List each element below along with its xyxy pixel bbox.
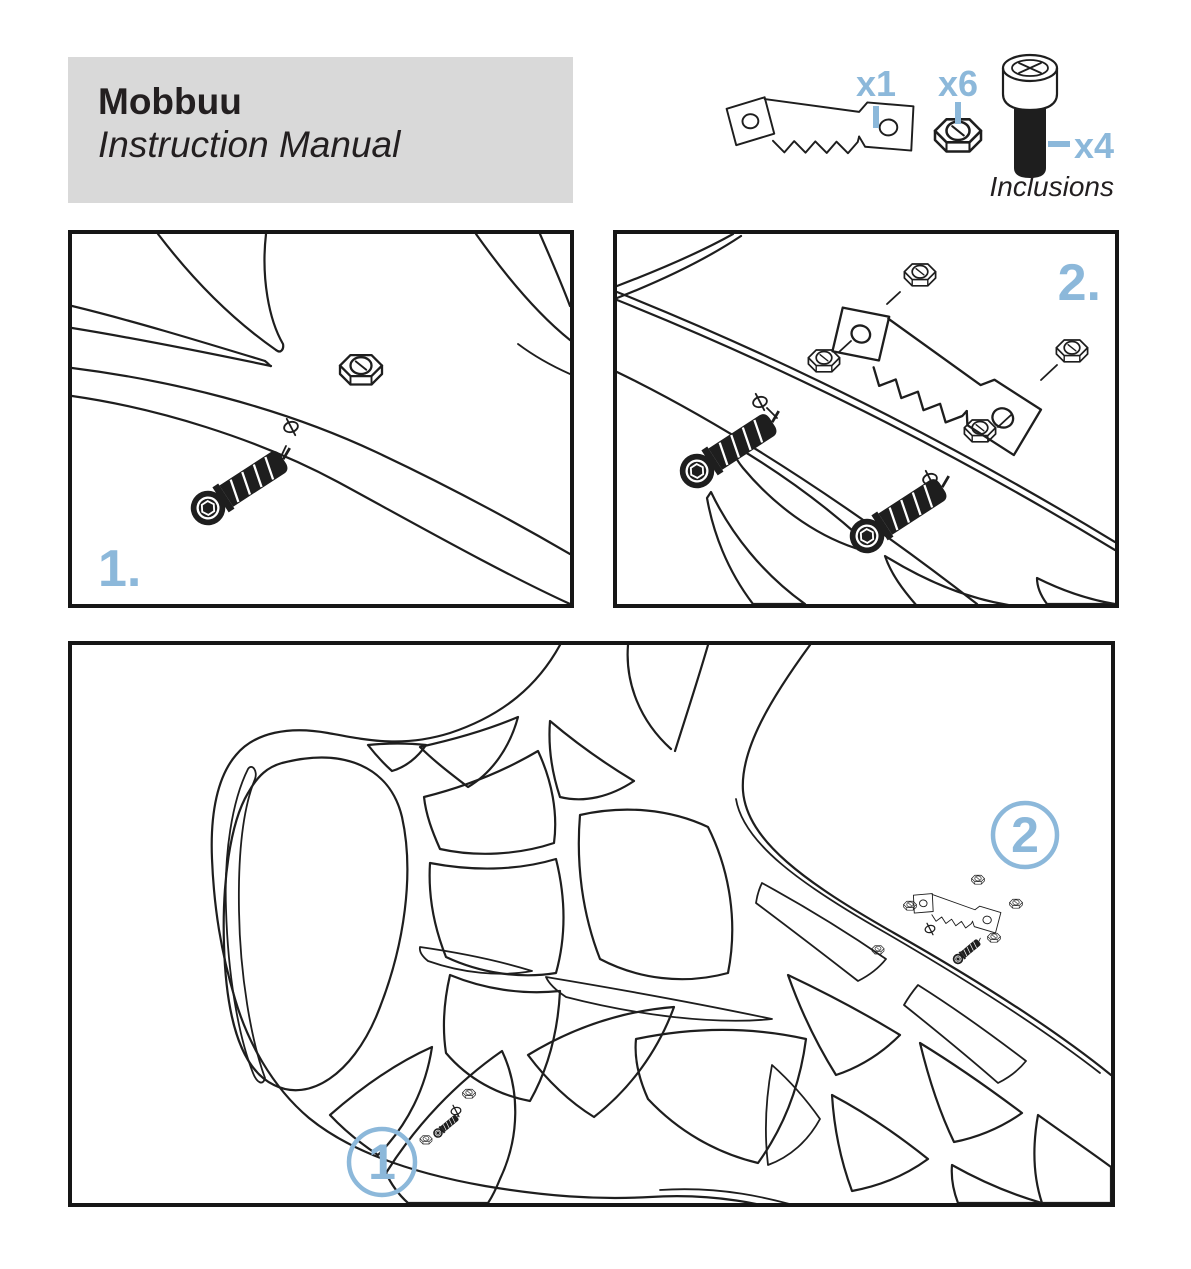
frame-line-art xyxy=(617,234,1115,604)
frame-line-art xyxy=(72,234,570,604)
inclusions-caption: Inclusions xyxy=(989,171,1114,202)
qty-nut: x6 xyxy=(938,63,978,104)
step-2-drawing: 2. xyxy=(617,234,1115,604)
step-2-number: 2. xyxy=(1058,254,1101,312)
sculpture-cells xyxy=(222,715,1111,1203)
step-2-panel: 2. xyxy=(613,230,1119,608)
inclusions-figure: x1 x6 x4 Inclusions xyxy=(725,53,1114,202)
step-1-panel: 1. xyxy=(68,230,574,608)
callout-2-number: 2 xyxy=(1011,807,1039,863)
sawtooth-hanger-item: x1 xyxy=(725,63,918,165)
manual-subtitle: Instruction Manual xyxy=(98,123,401,165)
title-box: Mobbuu Instruction Manual xyxy=(68,57,573,203)
hardware xyxy=(671,263,1089,562)
hex-nut-item: x6 xyxy=(933,63,983,153)
hanger-install-detail xyxy=(871,874,1023,967)
product-name: Mobbuu xyxy=(98,81,242,122)
assembled-overview-panel: 2 1 xyxy=(68,641,1115,1207)
callout-1: 1 xyxy=(346,1126,418,1198)
socket-screw-item: x4 xyxy=(1001,53,1114,178)
qty-hanger: x1 xyxy=(856,63,896,104)
overview-drawing: 2 1 xyxy=(210,645,1111,1203)
step-1-drawing: 1. xyxy=(72,234,570,604)
qty-screw: x4 xyxy=(1074,125,1114,166)
callout-2: 2 xyxy=(990,800,1060,870)
step-1-number: 1. xyxy=(98,540,141,598)
callout-1-number: 1 xyxy=(368,1134,396,1190)
sculpture-outline xyxy=(210,645,1111,1203)
